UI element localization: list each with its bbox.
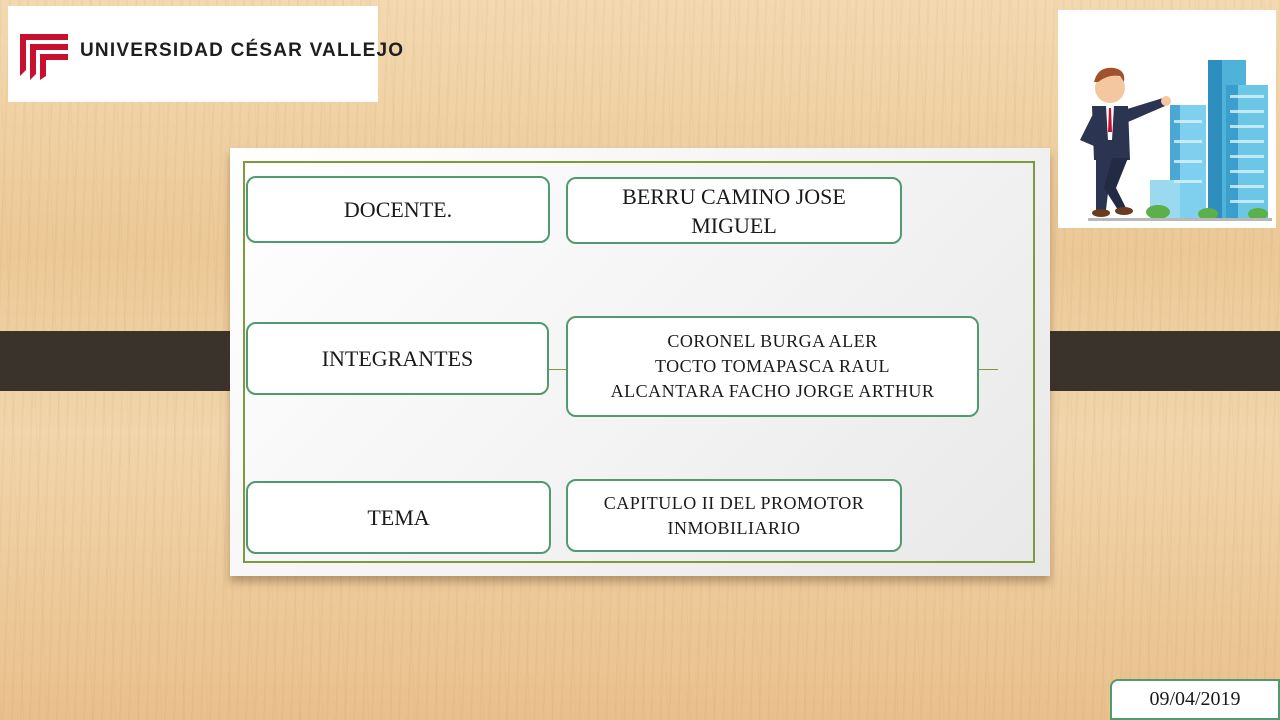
businessman-buildings-illustration: [1080, 60, 1272, 221]
integrante-2: TOCTO TOMAPASCA RAUL: [654, 356, 891, 376]
docente-name-line-2: MIGUEL: [691, 212, 777, 238]
tema-line-2: INMOBILIARIO: [667, 517, 801, 538]
tema-value-box: CAPITULO II DEL PROMOTOR INMOBILIARIO: [566, 479, 902, 552]
integrante-1: CORONEL BURGA ALER: [667, 331, 878, 351]
integrantes-label-box: INTEGRANTES: [246, 322, 549, 395]
tema-line-1: CAPITULO II DEL PROMOTOR: [603, 492, 865, 513]
university-logo: UNIVERSIDAD CÉSAR VALLEJO: [8, 6, 403, 102]
integrantes-value-box: CORONEL BURGA ALER TOCTO TOMAPASCA RAUL …: [566, 316, 979, 417]
tema-label: TEMA: [367, 504, 430, 530]
left-decor-band: [0, 331, 246, 391]
connector-right: [978, 369, 998, 370]
integrante-3: ALCANTARA FACHO JORGE ARTHUR: [610, 381, 935, 401]
tema-label-box: TEMA: [246, 481, 551, 554]
panel-frame: [243, 161, 1035, 563]
ucv-shield-icon: [20, 34, 68, 80]
date-box: 09/04/2019: [1110, 679, 1280, 720]
docente-label-box: DOCENTE.: [246, 176, 550, 243]
slide-date: 09/04/2019: [1149, 688, 1241, 710]
right-decor-band: [1022, 331, 1280, 391]
docente-value-box: BERRU CAMINO JOSE MIGUEL: [566, 177, 902, 244]
university-name: UNIVERSIDAD CÉSAR VALLEJO: [80, 40, 405, 61]
businessman-illustration: [1058, 10, 1276, 228]
docente-label: DOCENTE.: [343, 196, 453, 222]
connector-integrantes: [548, 369, 566, 370]
docente-name-line-1: BERRU CAMINO JOSE: [622, 183, 846, 209]
integrantes-label: INTEGRANTES: [321, 345, 474, 371]
